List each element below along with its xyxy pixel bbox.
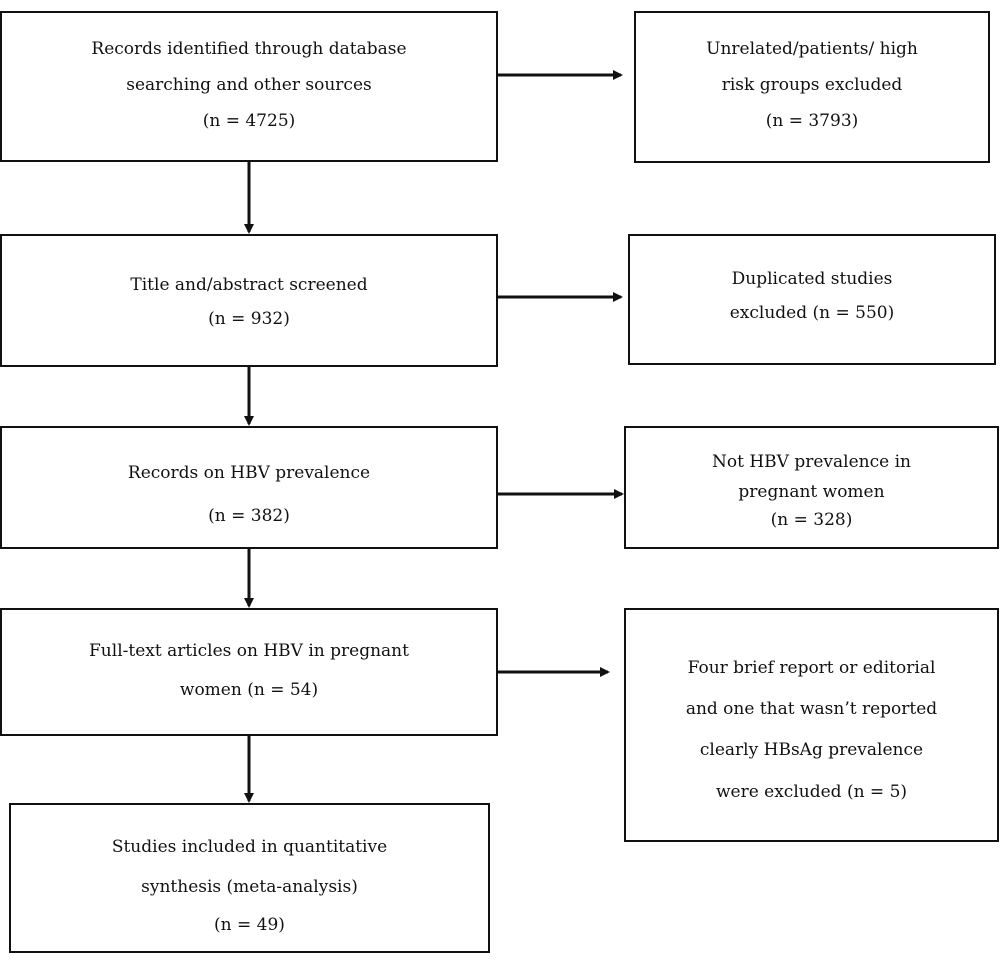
box-text-line: Records identified through database	[91, 39, 407, 59]
records-identified-box: Records identified through database sear…	[0, 11, 498, 162]
box-text-line: risk groups excluded	[721, 75, 903, 95]
unrelated-excluded-box: Unrelated/patients/ high risk groups exc…	[634, 11, 990, 163]
box-text-line: were excluded (n = 5)	[715, 782, 908, 802]
box-text-line: pregnant women	[738, 482, 885, 502]
box-count: (n = 382)	[208, 506, 290, 526]
box-text-line: and one that wasn’t reported	[685, 699, 938, 719]
box-text-line: clearly HBsAg prevalence	[699, 740, 924, 760]
duplicated-excluded-box: Duplicated studies excluded (n = 550)	[628, 234, 996, 365]
box-text-line: synthesis (meta-analysis)	[141, 877, 358, 897]
box-text-line: Studies included in quantitative	[111, 837, 388, 857]
hbv-prevalence-records-box: Records on HBV prevalence (n = 382)	[0, 426, 498, 549]
box-text-line: searching and other sources	[126, 75, 372, 95]
box-count: (n = 3793)	[765, 111, 859, 131]
box-text-line: Not HBV prevalence in	[712, 452, 911, 472]
box-count: (n = 49)	[214, 915, 285, 935]
box-text-line: excluded (n = 550)	[729, 303, 895, 323]
title-abstract-screened-box: Title and/abstract screened (n = 932)	[0, 234, 498, 367]
not-hbv-prevalence-box: Not HBV prevalence in pregnant women (n …	[624, 426, 999, 549]
box-text-line: Records on HBV prevalence	[127, 463, 371, 483]
box-count: (n = 932)	[208, 309, 290, 329]
full-text-articles-box: Full-text articles on HBV in pregnant wo…	[0, 608, 498, 736]
studies-included-box: Studies included in quantitative synthes…	[9, 803, 490, 953]
box-count: (n = 4725)	[202, 111, 296, 131]
box-text-line: Title and/abstract screened	[130, 275, 368, 295]
box-text-line: Four brief report or editorial	[687, 658, 936, 678]
box-count: (n = 328)	[770, 510, 853, 530]
brief-report-excluded-box: Four brief report or editorial and one t…	[624, 608, 999, 842]
box-text-line: Full-text articles on HBV in pregnant	[89, 641, 409, 661]
box-text-line: women (n = 54)	[179, 680, 319, 700]
box-text-line: Unrelated/patients/ high	[706, 39, 918, 59]
box-text-line: Duplicated studies	[731, 269, 893, 289]
